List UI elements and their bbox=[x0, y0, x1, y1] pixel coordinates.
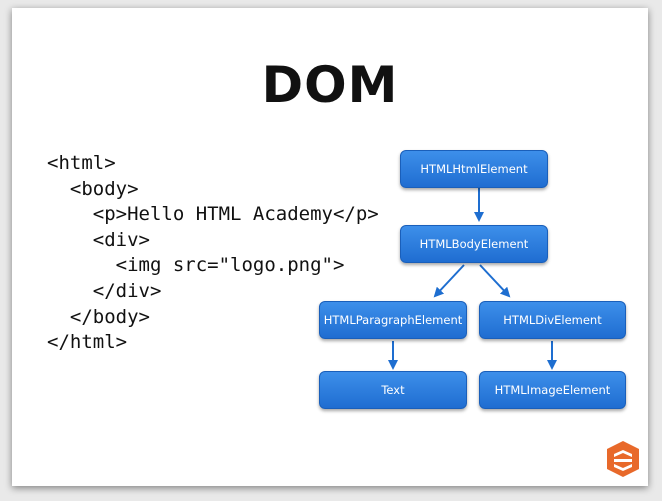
node-body-element: HTMLBodyElement bbox=[400, 225, 548, 263]
code-line: </div> bbox=[47, 279, 162, 302]
code-line: </html> bbox=[47, 331, 128, 354]
tree-connectors bbox=[388, 188, 557, 370]
node-text: Text bbox=[319, 371, 467, 409]
node-div-element: HTMLDivElement bbox=[479, 301, 626, 339]
code-line: <p>Hello HTML Academy</p> bbox=[47, 203, 379, 226]
code-line: <img src="logo.png"> bbox=[47, 254, 345, 277]
arrow-body-to-paragraph bbox=[433, 264, 465, 298]
node-paragraph-element: HTMLParagraphElement bbox=[319, 301, 467, 339]
code-line: <html> bbox=[47, 152, 116, 174]
arrow-body-to-div bbox=[479, 264, 511, 298]
code-block: <html> <body> <p>Hello HTML Academy</p> … bbox=[47, 151, 379, 356]
html-academy-logo-icon bbox=[607, 441, 639, 477]
slide-title: DOM bbox=[261, 56, 399, 114]
code-line: <div> bbox=[47, 228, 150, 251]
node-html-element: HTMLHtmlElement bbox=[400, 150, 548, 188]
slide: DOM <html> <body> <p>Hello HTML Academy<… bbox=[12, 8, 648, 486]
code-line: <body> bbox=[47, 177, 139, 200]
code-line: </body> bbox=[47, 305, 150, 328]
node-image-element: HTMLImageElement bbox=[479, 371, 626, 409]
